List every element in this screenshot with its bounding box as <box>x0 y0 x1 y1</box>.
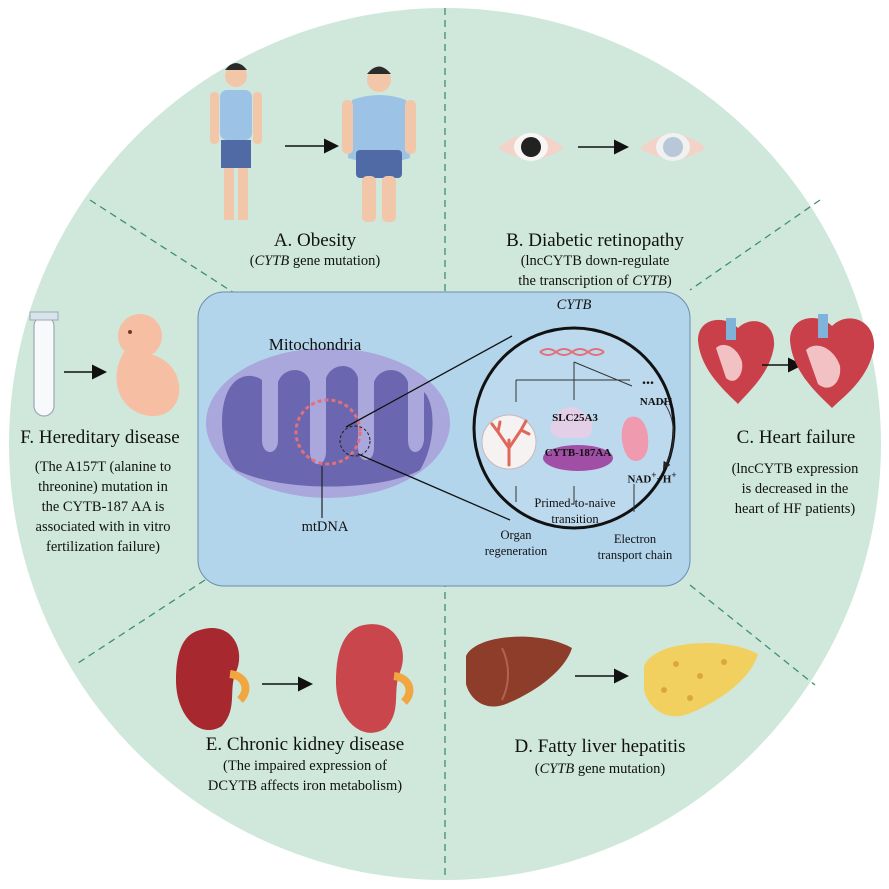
fatty-liver-subtitle: (CYTB gene mutation) <box>480 760 720 778</box>
zoom-lines <box>345 335 513 521</box>
kidney-title: E. Chronic kidney disease <box>205 734 405 755</box>
nad-main: NAD <box>627 473 652 486</box>
retinopathy-title: B. Diabetic retinopathy <box>506 230 684 251</box>
fatty-liver-sub-rest: gene mutation) <box>574 761 666 777</box>
fatty-liver-sub-open: ( <box>534 761 540 777</box>
branch-lines <box>515 361 674 512</box>
nad-label: NAD++H+ <box>612 470 692 487</box>
hereditary-line2: threonine) mutation in <box>38 479 168 495</box>
nadh-label: NADH <box>639 396 673 408</box>
divider-upper-right <box>689 199 821 291</box>
cytb-gene-label: CYTB <box>556 297 592 313</box>
failing-heart-icon <box>790 314 875 408</box>
fatty-liver-icon <box>644 642 758 717</box>
primed-line2: transition <box>551 512 599 526</box>
hereditary-title: F. Hereditary disease <box>20 427 180 448</box>
healthy-kidney-icon <box>176 628 250 731</box>
mtdna-label: mtDNA <box>301 519 349 535</box>
cytb187aa-label: CYTB-187AA <box>544 447 612 459</box>
kidney-line1: (The impaired expression of <box>223 758 387 774</box>
heart-failure-line1: (lncCYTB expression <box>731 461 859 477</box>
hereditary-line5: fertilization failure) <box>46 539 160 555</box>
obesity-sub-rest: gene mutation) <box>289 253 381 269</box>
heart-failure-line2: is decreased in the <box>741 481 849 497</box>
nad-mid: +H <box>656 473 672 486</box>
divider-lower-right <box>689 584 816 686</box>
heart-failure-title: C. Heart failure <box>736 427 856 448</box>
ellipsis-label: ... <box>642 371 654 388</box>
obesity-subtitle: (CYTB gene mutation) <box>200 252 430 270</box>
mitochondria-label: Mitochondria <box>268 335 362 354</box>
obesity-title: A. Obesity <box>273 230 357 251</box>
divider-upper-left <box>89 199 246 301</box>
thin-person-icon <box>210 63 262 220</box>
electron-line2: transport chain <box>597 548 673 562</box>
kidney-line2: DCYTB affects iron metabolism) <box>207 778 403 794</box>
fatty-liver-title: D. Fatty liver hepatitis <box>514 736 686 757</box>
test-tube-icon <box>29 311 59 417</box>
primed-line1: Primed-to-naive <box>534 496 616 510</box>
heart-failure-line3: heart of HF patients) <box>734 501 856 517</box>
hereditary-line3: the CYTB-187 AA is <box>41 499 165 515</box>
obese-person-icon <box>342 66 416 222</box>
retinopathy-line2-pre: the transcription of <box>518 273 633 289</box>
organ-regeneration-icon <box>481 414 537 470</box>
fatty-liver-sub-gene: CYTB <box>539 761 575 777</box>
nad-sup-1: + <box>651 470 657 480</box>
fetus-icon <box>116 314 180 417</box>
electron-transport-icon <box>621 416 649 461</box>
obesity-sub-open: ( <box>249 253 255 269</box>
organ-line1: Organ <box>500 528 532 542</box>
cytb-helix-icon <box>539 348 605 356</box>
healthy-heart-icon <box>698 318 775 404</box>
obesity-sub-gene: CYTB <box>254 253 290 269</box>
diseased-eye-icon <box>640 133 706 161</box>
mitochondrion-icon <box>206 348 450 518</box>
electron-line1: Electron <box>613 532 657 546</box>
nad-sup-2: + <box>671 470 677 480</box>
retinopathy-line2-gene: CYTB <box>632 273 667 289</box>
slc25a3-label: SLC25A3 <box>552 412 598 424</box>
sector-dividers <box>74 8 821 880</box>
organ-line2: regeneration <box>484 544 548 558</box>
retinopathy-line1: (lncCYTB down-regulate <box>520 253 670 269</box>
retinopathy-line2: the transcription of CYTB) <box>470 272 720 290</box>
healthy-liver-icon <box>466 636 572 707</box>
hereditary-line4: associated with in vitro <box>35 519 171 535</box>
healthy-eye-icon <box>498 133 564 161</box>
hereditary-line1: (The A157T (alanine to <box>34 459 172 475</box>
divider-lower-left <box>74 579 206 666</box>
diseased-kidney-icon <box>336 624 414 733</box>
retinopathy-line2-post: ) <box>666 273 672 289</box>
slc25a3-cytb187aa-icon <box>543 407 613 471</box>
